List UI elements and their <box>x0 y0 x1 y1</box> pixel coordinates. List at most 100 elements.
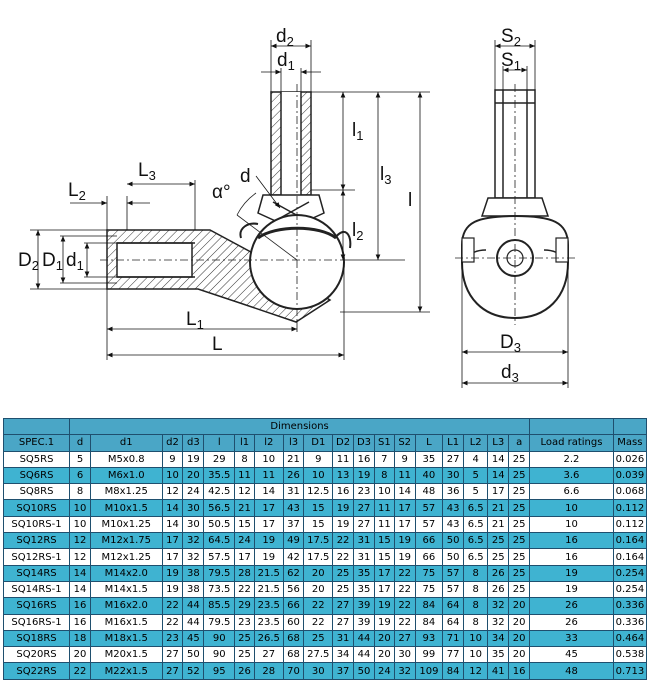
table-cell: 6 <box>69 466 91 485</box>
table-cell: 20 <box>373 646 395 664</box>
table-cell: 19 <box>332 499 355 517</box>
table-cell: 79.5 <box>203 564 236 582</box>
table-cell: 37 <box>282 515 305 534</box>
label-d3: d3 <box>501 362 519 385</box>
label-L1: L1 <box>186 309 204 332</box>
table-cell: 35 <box>487 646 510 664</box>
table-cell: 27 <box>393 629 416 648</box>
table-cell: 25 <box>508 532 531 550</box>
table-cell: 19 <box>253 532 284 550</box>
table-cell: 0.254 <box>612 564 648 582</box>
table-cell: 17 <box>161 548 184 566</box>
table-cell: 26 <box>234 662 255 680</box>
table-cell: 25 <box>332 580 355 599</box>
table-cell: 0.538 <box>612 646 648 664</box>
label-l2: l2 <box>352 220 363 243</box>
column-header: d2 <box>161 434 184 452</box>
label-D3: D3 <box>500 332 521 355</box>
table-cell: 11 <box>373 515 395 534</box>
label-S2: S2 <box>501 26 521 49</box>
table-cell: 85.5 <box>203 597 236 615</box>
table-cell: 19 <box>253 548 284 566</box>
table-cell: 43 <box>282 499 305 517</box>
table-cell: 24 <box>234 532 255 550</box>
table-cell: 68 <box>282 629 305 648</box>
table-cell: 32 <box>182 548 205 566</box>
table-cell: 15 <box>373 548 395 566</box>
table-cell: 22 <box>332 548 355 566</box>
table-cell: 64 <box>442 613 465 631</box>
table-cell: 31 <box>353 548 375 566</box>
table-cell: 29 <box>203 450 236 468</box>
column-header: Load ratings <box>529 434 614 452</box>
table-cell: M12x1.75 <box>89 532 163 550</box>
table-cell: 10 <box>463 646 489 664</box>
table-cell: 17 <box>253 515 284 534</box>
label-L2: L2 <box>68 180 86 203</box>
table-cell: 14 <box>161 515 184 534</box>
column-header: SPEC.1 <box>2 434 71 452</box>
table-cell: 32 <box>182 532 205 550</box>
table-group-header-row: Dimensions <box>2 417 648 436</box>
table-cell: 12 <box>69 532 91 550</box>
table-cell: 0.026 <box>612 450 648 468</box>
table-cell: 15 <box>303 499 334 517</box>
table-cell: 20 <box>508 646 531 664</box>
column-header: d3 <box>182 434 205 452</box>
table-cell: 34 <box>332 646 355 664</box>
dimensions-group-header: Dimensions <box>69 417 531 436</box>
table-cell: SQ12RS <box>2 532 71 550</box>
table-cell: 35.5 <box>203 466 236 485</box>
column-header: S2 <box>393 434 416 452</box>
table-cell: 17.5 <box>303 532 334 550</box>
column-header: a <box>508 434 531 452</box>
table-cell: 20 <box>303 564 334 582</box>
table-cell: 22 <box>234 580 255 599</box>
table-cell: 50 <box>182 646 205 664</box>
table-cell: 10 <box>69 499 91 517</box>
table-cell: M20x1.5 <box>89 646 163 664</box>
table-cell: M22x1.5 <box>89 662 163 680</box>
table-cell: 0.336 <box>612 597 648 615</box>
table-cell: 11 <box>373 499 395 517</box>
table-cell: 35 <box>353 564 375 582</box>
table-cell: 36 <box>442 483 465 501</box>
table-cell: 16 <box>332 483 355 501</box>
table-cell: 71 <box>442 629 465 648</box>
rod-end-end-view <box>455 84 575 325</box>
table-cell: 26 <box>282 466 305 485</box>
table-cell: 0.336 <box>612 613 648 631</box>
table-cell: 19 <box>182 450 205 468</box>
table-cell: 27 <box>353 515 375 534</box>
table-cell: 20 <box>69 646 91 664</box>
table-cell: 79.5 <box>203 613 236 631</box>
table-cell: 14 <box>253 483 284 501</box>
table-cell: 30 <box>182 515 205 534</box>
table-cell: 17 <box>253 499 284 517</box>
table-cell: 17 <box>373 564 395 582</box>
table-cell: 25 <box>508 483 531 501</box>
table-cell: 25 <box>508 548 531 566</box>
table-cell: 39 <box>353 613 375 631</box>
table-cell: 38 <box>182 564 205 582</box>
label-d2: d2 <box>276 26 294 49</box>
table-cell: 64 <box>442 597 465 615</box>
table-cell: 4 <box>463 450 489 468</box>
table-cell: 25 <box>508 564 531 582</box>
table-cell: SQ20RS <box>2 646 71 664</box>
table-cell: 25 <box>332 564 355 582</box>
table-cell: 15 <box>234 515 255 534</box>
table-cell: 16 <box>69 613 91 631</box>
table-cell: 16 <box>529 548 614 566</box>
dimension-lines <box>30 40 430 360</box>
table-cell: 57 <box>442 580 465 599</box>
table-cell: 22 <box>393 597 416 615</box>
table-cell: SQ16RS <box>2 597 71 615</box>
table-cell: 0.464 <box>612 629 648 648</box>
